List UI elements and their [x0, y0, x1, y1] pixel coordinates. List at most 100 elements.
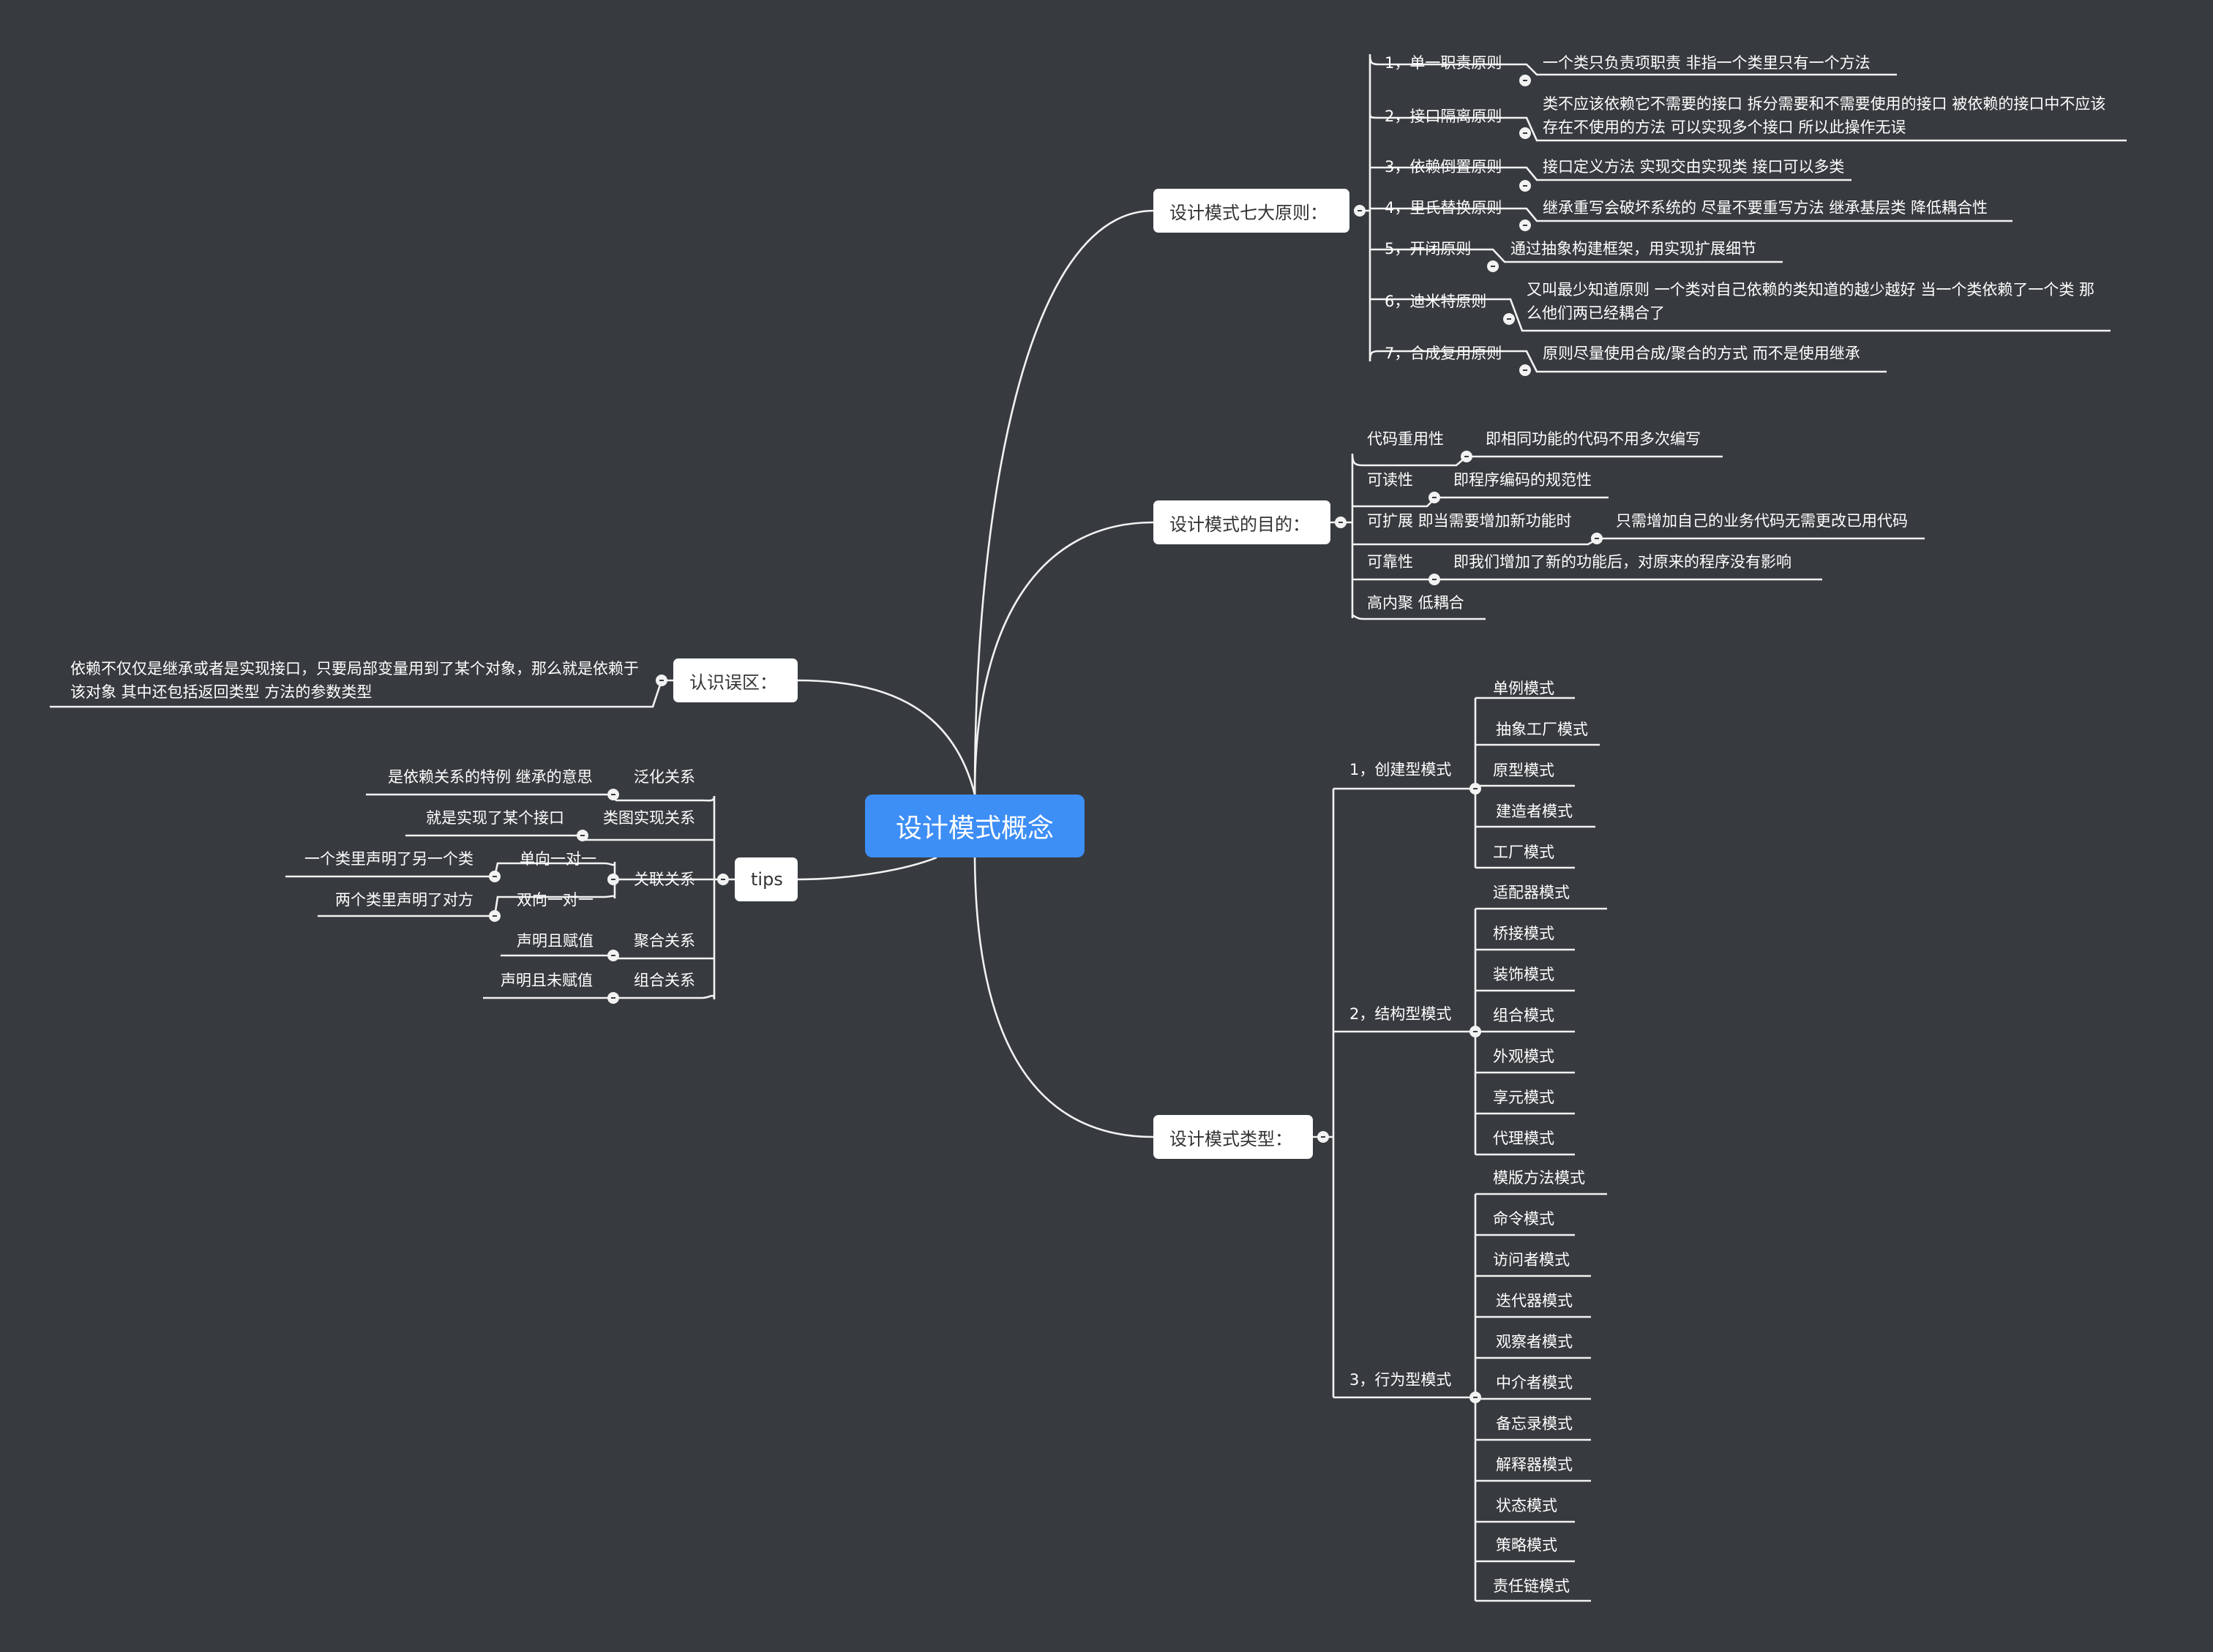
principle-4-toggle[interactable]	[1519, 219, 1531, 231]
behavioral-item-6[interactable]: 中介者模式	[1496, 1374, 1573, 1392]
connector-root-purpose	[973, 521, 1154, 795]
creational-item-1[interactable]: 单例模式	[1493, 680, 1554, 697]
connector-principle-5	[1379, 248, 1783, 263]
principle-1-desc[interactable]: 一个类只负责项职责 非指一个类里只有一个方法	[1543, 54, 1871, 72]
tips-generalization-name[interactable]: 泛化关系	[634, 768, 695, 786]
behavioral-item-11[interactable]: 责任链模式	[1493, 1577, 1570, 1595]
structural-item-7[interactable]: 代理模式	[1493, 1130, 1554, 1147]
principle-5-name[interactable]: 5，开闭原则	[1385, 240, 1472, 258]
principles-collapse-toggle[interactable]	[1354, 205, 1366, 217]
principle-6-desc[interactable]: 又叫最少知道原则 一个类对自己依赖的类知道的越少越好 当一个类依赖了一个类 那么…	[1527, 281, 2095, 322]
tips-aggregation-toggle[interactable]	[607, 950, 619, 961]
tips-association-two-way-name[interactable]: 双向一对一	[517, 891, 593, 909]
principle-1-name[interactable]: 1，单一职责原则	[1385, 54, 1502, 72]
principle-7-name[interactable]: 7，合成复用原则	[1385, 345, 1502, 362]
purpose-2-name[interactable]: 可读性	[1367, 471, 1413, 489]
tips-aggregation-name[interactable]: 聚合关系	[634, 932, 695, 950]
tips-composition-desc[interactable]: 声明且未赋值	[501, 972, 593, 989]
tips-association-name[interactable]: 关联关系	[634, 871, 695, 888]
tips-association-one-way-name[interactable]: 单向一对一	[520, 850, 596, 868]
root-topic[interactable]: 设计模式概念	[865, 795, 1085, 857]
tips-realization-toggle[interactable]	[577, 830, 588, 841]
purpose-4-desc[interactable]: 即我们增加了新的功能后，对原来的程序没有影响	[1453, 553, 1791, 571]
structural-item-2[interactable]: 桥接模式	[1493, 925, 1554, 942]
principle-5-desc[interactable]: 通过抽象构建框架，用实现扩展细节	[1510, 240, 1756, 258]
purpose-topic[interactable]: 设计模式的目的：	[1153, 500, 1330, 544]
behavioral-item-1[interactable]: 模版方法模式	[1493, 1169, 1585, 1187]
tips-aggregation-desc[interactable]: 声明且赋值	[517, 932, 593, 950]
purpose-2-toggle[interactable]	[1428, 492, 1440, 503]
behavioral-group-name[interactable]: 3，行为型模式	[1349, 1371, 1452, 1389]
principle-2-desc[interactable]: 类不应该依赖它不需要的接口 拆分需要和不需要使用的接口 被依赖的接口中不应该存在…	[1543, 95, 2106, 136]
principle-4-name[interactable]: 4，里氏替换原则	[1385, 199, 1502, 217]
principle-3-toggle[interactable]	[1519, 180, 1531, 192]
purpose-5-name[interactable]: 高内聚 低耦合	[1367, 594, 1464, 612]
principle-6-name[interactable]: 6，迪米特原则	[1385, 293, 1487, 310]
connector-types-bracket	[1313, 787, 1347, 1399]
tips-association-one-way-toggle[interactable]	[489, 871, 501, 882]
purpose-collapse-toggle[interactable]	[1335, 517, 1347, 528]
principles-topic[interactable]: 设计模式七大原则：	[1153, 189, 1349, 233]
behavioral-item-5[interactable]: 观察者模式	[1496, 1333, 1573, 1351]
behavioral-item-7[interactable]: 备忘录模式	[1496, 1415, 1573, 1433]
types-collapse-toggle[interactable]	[1317, 1131, 1329, 1143]
principle-7-desc[interactable]: 原则尽量使用合成/聚合的方式 而不是使用继承	[1543, 345, 1860, 362]
principle-5-toggle[interactable]	[1487, 260, 1499, 272]
structural-group-toggle[interactable]	[1469, 1026, 1481, 1037]
behavioral-group-toggle[interactable]	[1469, 1392, 1481, 1403]
tips-generalization-desc[interactable]: 是依赖关系的特例 继承的意思	[388, 768, 593, 786]
principle-3-desc[interactable]: 接口定义方法 实现交由实现类 接口可以多类	[1543, 158, 1845, 176]
behavioral-item-4[interactable]: 迭代器模式	[1496, 1292, 1573, 1310]
connector-principle-1	[1379, 63, 1897, 76]
tips-association-one-way-desc[interactable]: 一个类里声明了另一个类	[304, 850, 473, 868]
structural-item-6[interactable]: 享元模式	[1493, 1089, 1554, 1106]
creational-item-3[interactable]: 原型模式	[1493, 762, 1554, 779]
principle-3-name[interactable]: 3，依赖倒置原则	[1385, 158, 1502, 176]
purpose-3-desc[interactable]: 只需增加自己的业务代码无需更改已用代码	[1616, 512, 1908, 530]
misconception-collapse-toggle[interactable]	[656, 675, 667, 686]
principle-7-toggle[interactable]	[1519, 364, 1531, 376]
behavioral-item-9[interactable]: 状态模式	[1496, 1497, 1557, 1514]
misconception-desc[interactable]: 依赖不仅仅是继承或者是实现接口，只要局部变量用到了某个对象，那么就是依赖于该对象…	[70, 660, 639, 701]
tips-composition-toggle[interactable]	[607, 992, 619, 1004]
types-topic[interactable]: 设计模式类型：	[1153, 1115, 1313, 1159]
tips-association-two-way-toggle[interactable]	[489, 910, 501, 922]
behavioral-item-10[interactable]: 策略模式	[1496, 1536, 1557, 1554]
purpose-4-toggle[interactable]	[1428, 574, 1440, 585]
tips-topic[interactable]: tips	[735, 857, 798, 901]
principle-1-toggle[interactable]	[1519, 75, 1531, 86]
behavioral-item-3[interactable]: 访问者模式	[1493, 1251, 1570, 1269]
principle-2-name[interactable]: 2，接口隔离原则	[1385, 108, 1502, 125]
purpose-1-toggle[interactable]	[1461, 451, 1472, 462]
tips-collapse-toggle[interactable]	[717, 874, 729, 885]
purpose-1-name[interactable]: 代码重用性	[1367, 430, 1444, 448]
tips-generalization-toggle[interactable]	[607, 789, 619, 800]
structural-item-1[interactable]: 适配器模式	[1493, 884, 1570, 901]
tips-realization-name[interactable]: 类图实现关系	[603, 809, 695, 827]
tips-association-two-way-desc[interactable]: 两个类里声明了对方	[335, 891, 473, 909]
behavioral-item-8[interactable]: 解释器模式	[1496, 1456, 1573, 1473]
purpose-2-desc[interactable]: 即程序编码的规范性	[1453, 471, 1592, 489]
principle-2-toggle[interactable]	[1519, 127, 1531, 139]
creational-group-toggle[interactable]	[1469, 783, 1481, 795]
creational-item-5[interactable]: 工厂模式	[1493, 844, 1554, 861]
structural-item-4[interactable]: 组合模式	[1493, 1007, 1554, 1024]
purpose-3-name[interactable]: 可扩展 即当需要增加新功能时	[1367, 512, 1572, 530]
creational-group-name[interactable]: 1，创建型模式	[1349, 761, 1452, 778]
structural-item-3[interactable]: 装饰模式	[1493, 966, 1554, 983]
behavioral-item-2[interactable]: 命令模式	[1493, 1210, 1554, 1228]
tips-realization-desc[interactable]: 就是实现了某个接口	[426, 809, 564, 827]
purpose-3-toggle[interactable]	[1591, 533, 1603, 544]
tips-composition-name[interactable]: 组合关系	[634, 972, 695, 989]
structural-group-name[interactable]: 2，结构型模式	[1349, 1005, 1452, 1023]
principle-4-desc[interactable]: 继承重写会破坏系统的 尽量不要重写方法 继承基层类 降低耦合性	[1543, 199, 1988, 217]
principle-6-toggle[interactable]	[1503, 313, 1515, 325]
misconception-topic[interactable]: 认识误区：	[673, 658, 798, 702]
purpose-1-desc[interactable]: 即相同功能的代码不用多次编写	[1486, 430, 1701, 448]
connector-purpose-1	[1363, 455, 1723, 467]
creational-item-2[interactable]: 抽象工厂模式	[1496, 721, 1588, 738]
purpose-4-name[interactable]: 可靠性	[1367, 553, 1413, 571]
creational-item-4[interactable]: 建造者模式	[1496, 803, 1573, 820]
tips-association-toggle[interactable]	[607, 874, 619, 885]
structural-item-5[interactable]: 外观模式	[1493, 1048, 1554, 1065]
